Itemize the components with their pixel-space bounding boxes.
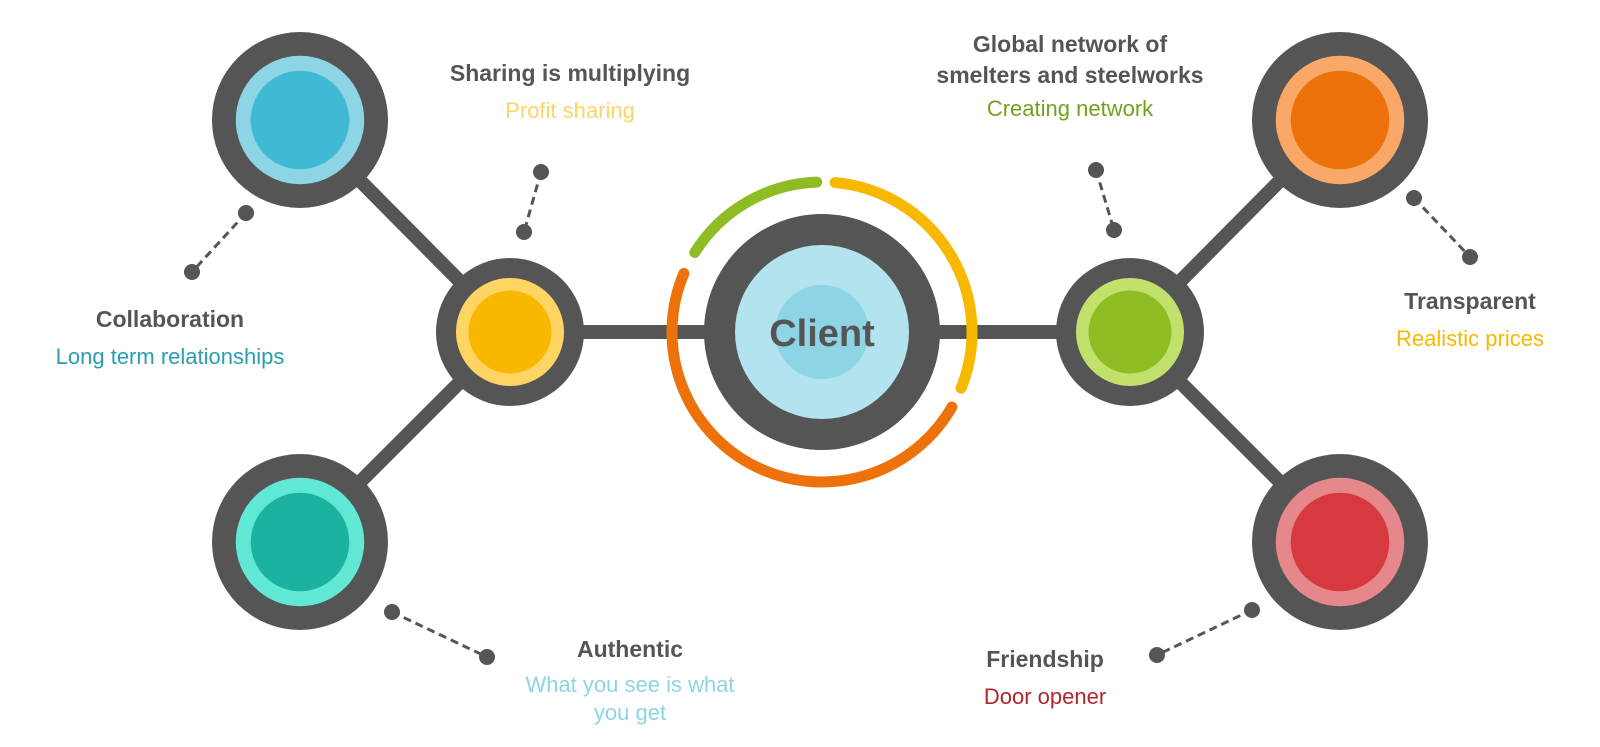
title-collaboration: Collaboration: [95, 306, 245, 332]
subtitle-friendship: Door opener: [983, 684, 1107, 709]
label-sharing: Sharing is multiplying Profit sharing: [420, 58, 720, 125]
client-label: Client: [769, 313, 875, 355]
client-node[interactable]: Client: [704, 214, 940, 450]
subtitle-sharing: Profit sharing: [505, 98, 635, 123]
title-authentic: Authentic: [576, 636, 684, 662]
dashed-callouts: [184, 162, 1478, 665]
title-transparent: Transparent: [1404, 288, 1536, 314]
subtitle-transparent: Realistic prices: [1396, 326, 1544, 351]
subtitle-authentic-line1: What you see is what: [525, 672, 735, 697]
node-authentic-core: [250, 492, 350, 592]
ring-arc-orange: [666, 267, 958, 488]
node-collaboration[interactable]: [212, 32, 388, 208]
label-transparent: Transparent Realistic prices: [1340, 286, 1600, 353]
label-authentic: Authentic What you see is what you get: [480, 634, 780, 727]
node-transparent[interactable]: [1252, 32, 1428, 208]
ring-arc-green: [689, 176, 823, 259]
label-global: Global network of smelters and steelwork…: [915, 29, 1225, 123]
callout-friendship: [1149, 602, 1260, 663]
client-ring-arcs: [666, 176, 978, 488]
feature-nodes: [212, 32, 1428, 630]
title-sharing: Sharing is multiplying: [449, 60, 691, 86]
callout-authentic: [384, 604, 495, 665]
node-friendship[interactable]: [1252, 454, 1428, 630]
title-global-line2: smelters and steelworks: [936, 62, 1204, 88]
title-friendship: Friendship: [986, 646, 1104, 672]
subtitle-authentic-line2: you get: [593, 700, 667, 725]
subtitle-collaboration: Long term relationships: [55, 344, 285, 369]
callout-transparent: [1406, 190, 1478, 265]
subtitle-authentic: What you see is what you get: [480, 671, 780, 727]
callout-global: [1088, 162, 1122, 238]
callout-sharing: [516, 164, 549, 240]
subtitle-global: Creating network: [986, 96, 1154, 121]
node-global-core: [1088, 290, 1172, 374]
node-transparent-core: [1290, 70, 1390, 170]
label-friendship: Friendship Door opener: [915, 644, 1175, 711]
node-sharing[interactable]: [436, 258, 584, 406]
node-friendship-core: [1290, 492, 1390, 592]
node-authentic[interactable]: [212, 454, 388, 630]
node-sharing-core: [468, 290, 552, 374]
node-global[interactable]: [1056, 258, 1204, 406]
title-global-line1: Global network of: [972, 31, 1168, 57]
node-collaboration-core: [250, 70, 350, 170]
label-collaboration: Collaboration Long term relationships: [20, 304, 320, 371]
callout-collaboration: [184, 205, 254, 280]
ring-arc-yellow: [829, 177, 978, 394]
